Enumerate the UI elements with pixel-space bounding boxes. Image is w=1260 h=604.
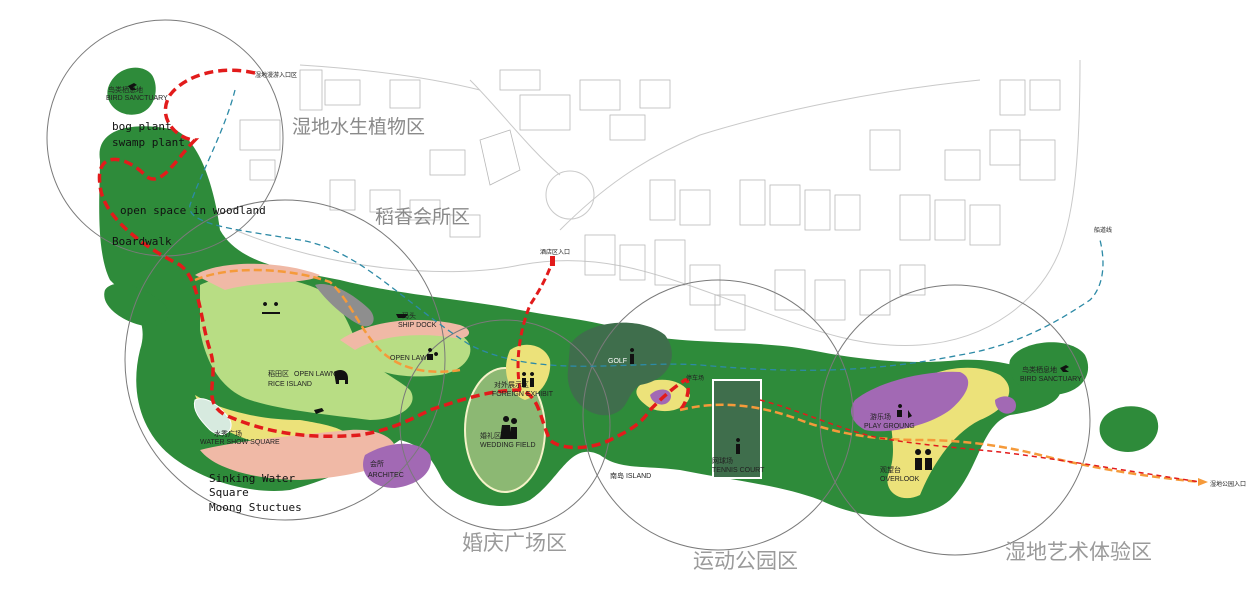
rice-island-lawn [200, 275, 413, 420]
couple-icon [500, 416, 518, 439]
label-water-show-cn: 水秀广场 [214, 429, 242, 438]
purple-east-small [995, 396, 1016, 414]
children-icon [427, 348, 439, 360]
label-south-island: 南岛 ISLAND [610, 471, 651, 480]
label-wedding-en: WEDDING FIELD [480, 442, 536, 449]
label-bird-east-en: BIRD SANCTUARY [1020, 376, 1082, 383]
boat-icon [396, 305, 408, 318]
label-wetland-entry: 湿地漫游入口区 [255, 71, 297, 79]
label-bird-west-en: BIRD SANCTUARY [106, 95, 168, 102]
residential-background [234, 59, 1081, 347]
park-entry-arrow [1198, 478, 1208, 486]
label-play-en: PLAY GROUNG [864, 423, 915, 430]
bird-icon [128, 83, 137, 90]
note-sinking-3: Moong Stuctues [209, 501, 302, 514]
picnic-icon [262, 302, 280, 319]
label-golf: GOLF [608, 358, 627, 365]
pink-area-north [340, 320, 470, 350]
label-ship-dock-cn: 码头 [402, 311, 416, 320]
yellow-band-center [505, 344, 551, 400]
tennis-player-icon [736, 438, 746, 454]
play-ground-area [851, 371, 969, 432]
label-bird-west-cn: 鸟类栖息地 [108, 85, 143, 94]
label-overlook-en: OVERLOOK [880, 476, 920, 483]
elephant-icon [334, 370, 348, 384]
golf-area [567, 322, 672, 416]
note-open-space: open space in woodland [120, 204, 266, 217]
label-foreign-cn: 对外展示区 [494, 380, 529, 389]
label-architec-cn: 会所 [370, 459, 384, 468]
hotel-entry-marker [550, 256, 555, 266]
overlook-people-icon [915, 449, 932, 470]
island-northeast-bird [1009, 342, 1089, 395]
note-swamp-plant: swamp plant [112, 136, 185, 149]
island-east-small [1099, 406, 1159, 452]
note-boardwalk: Boardwalk [112, 235, 172, 248]
island-west-strip [104, 283, 169, 327]
label-rice-en2: RICE ISLAND [268, 381, 312, 388]
orange-route [194, 268, 1201, 484]
label-bird-east-cn: 鸟类栖息地 [1022, 365, 1057, 374]
main-route [97, 68, 691, 450]
label-ship-dock-en: SHIP DOCK [398, 322, 437, 329]
tennis-court [712, 379, 762, 479]
golfer-icon [630, 348, 640, 364]
dancer-icon [314, 408, 324, 414]
play-kids-icon [897, 404, 912, 418]
label-open-lawn-north: OPEN LAWN [390, 355, 432, 362]
label-rice-cn: 稻田区 [268, 369, 289, 378]
label-play-cn: 游乐场 [870, 412, 891, 421]
label-architec-en: ARCHITEC [368, 472, 404, 479]
label-park-entry: 湿地公园入口 [1210, 480, 1246, 488]
route-north-branch [516, 261, 554, 391]
note-sinking-2: Square [209, 486, 249, 499]
ship-dock-area [315, 284, 374, 327]
label-wedding-cn: 婚礼区 [480, 431, 501, 440]
label-tennis-cn: 网球场 [712, 456, 733, 465]
water-route-line [189, 89, 1104, 371]
pink-area-west [200, 429, 396, 480]
label-overlook-cn: 观望台 [880, 465, 901, 474]
label-shipping-route: 船道线 [1094, 226, 1112, 234]
note-sinking-1: Sinking Water [209, 472, 295, 485]
bird-east-icon [1060, 365, 1069, 372]
label-tennis-en: TENNIS COURT [712, 467, 765, 474]
label-hotel-entry: 酒店区入口 [540, 248, 570, 256]
label-rice-en1: OPEN LAWN [294, 371, 336, 378]
zone-title-art: 湿地艺术体验区 [1005, 540, 1152, 564]
zone-title-wetland-plants: 湿地水生植物区 [292, 116, 425, 138]
red-route-east [759, 399, 1201, 483]
zone-title-club: 稻香会所区 [375, 206, 470, 228]
label-parking: 停车场 [686, 374, 704, 382]
zone-title-sports: 运动公园区 [693, 549, 798, 573]
island-bird-west [107, 67, 156, 115]
zone-title-wedding: 婚庆广场区 [462, 531, 567, 555]
label-water-show-en: WATER SHOW SQUARE [200, 439, 280, 446]
people-icon [522, 372, 535, 387]
note-bog-plant: bog plant [112, 120, 172, 133]
pink-band-upper [195, 263, 320, 290]
label-foreign-en: FOREIGN EXHIBIT [492, 391, 554, 398]
